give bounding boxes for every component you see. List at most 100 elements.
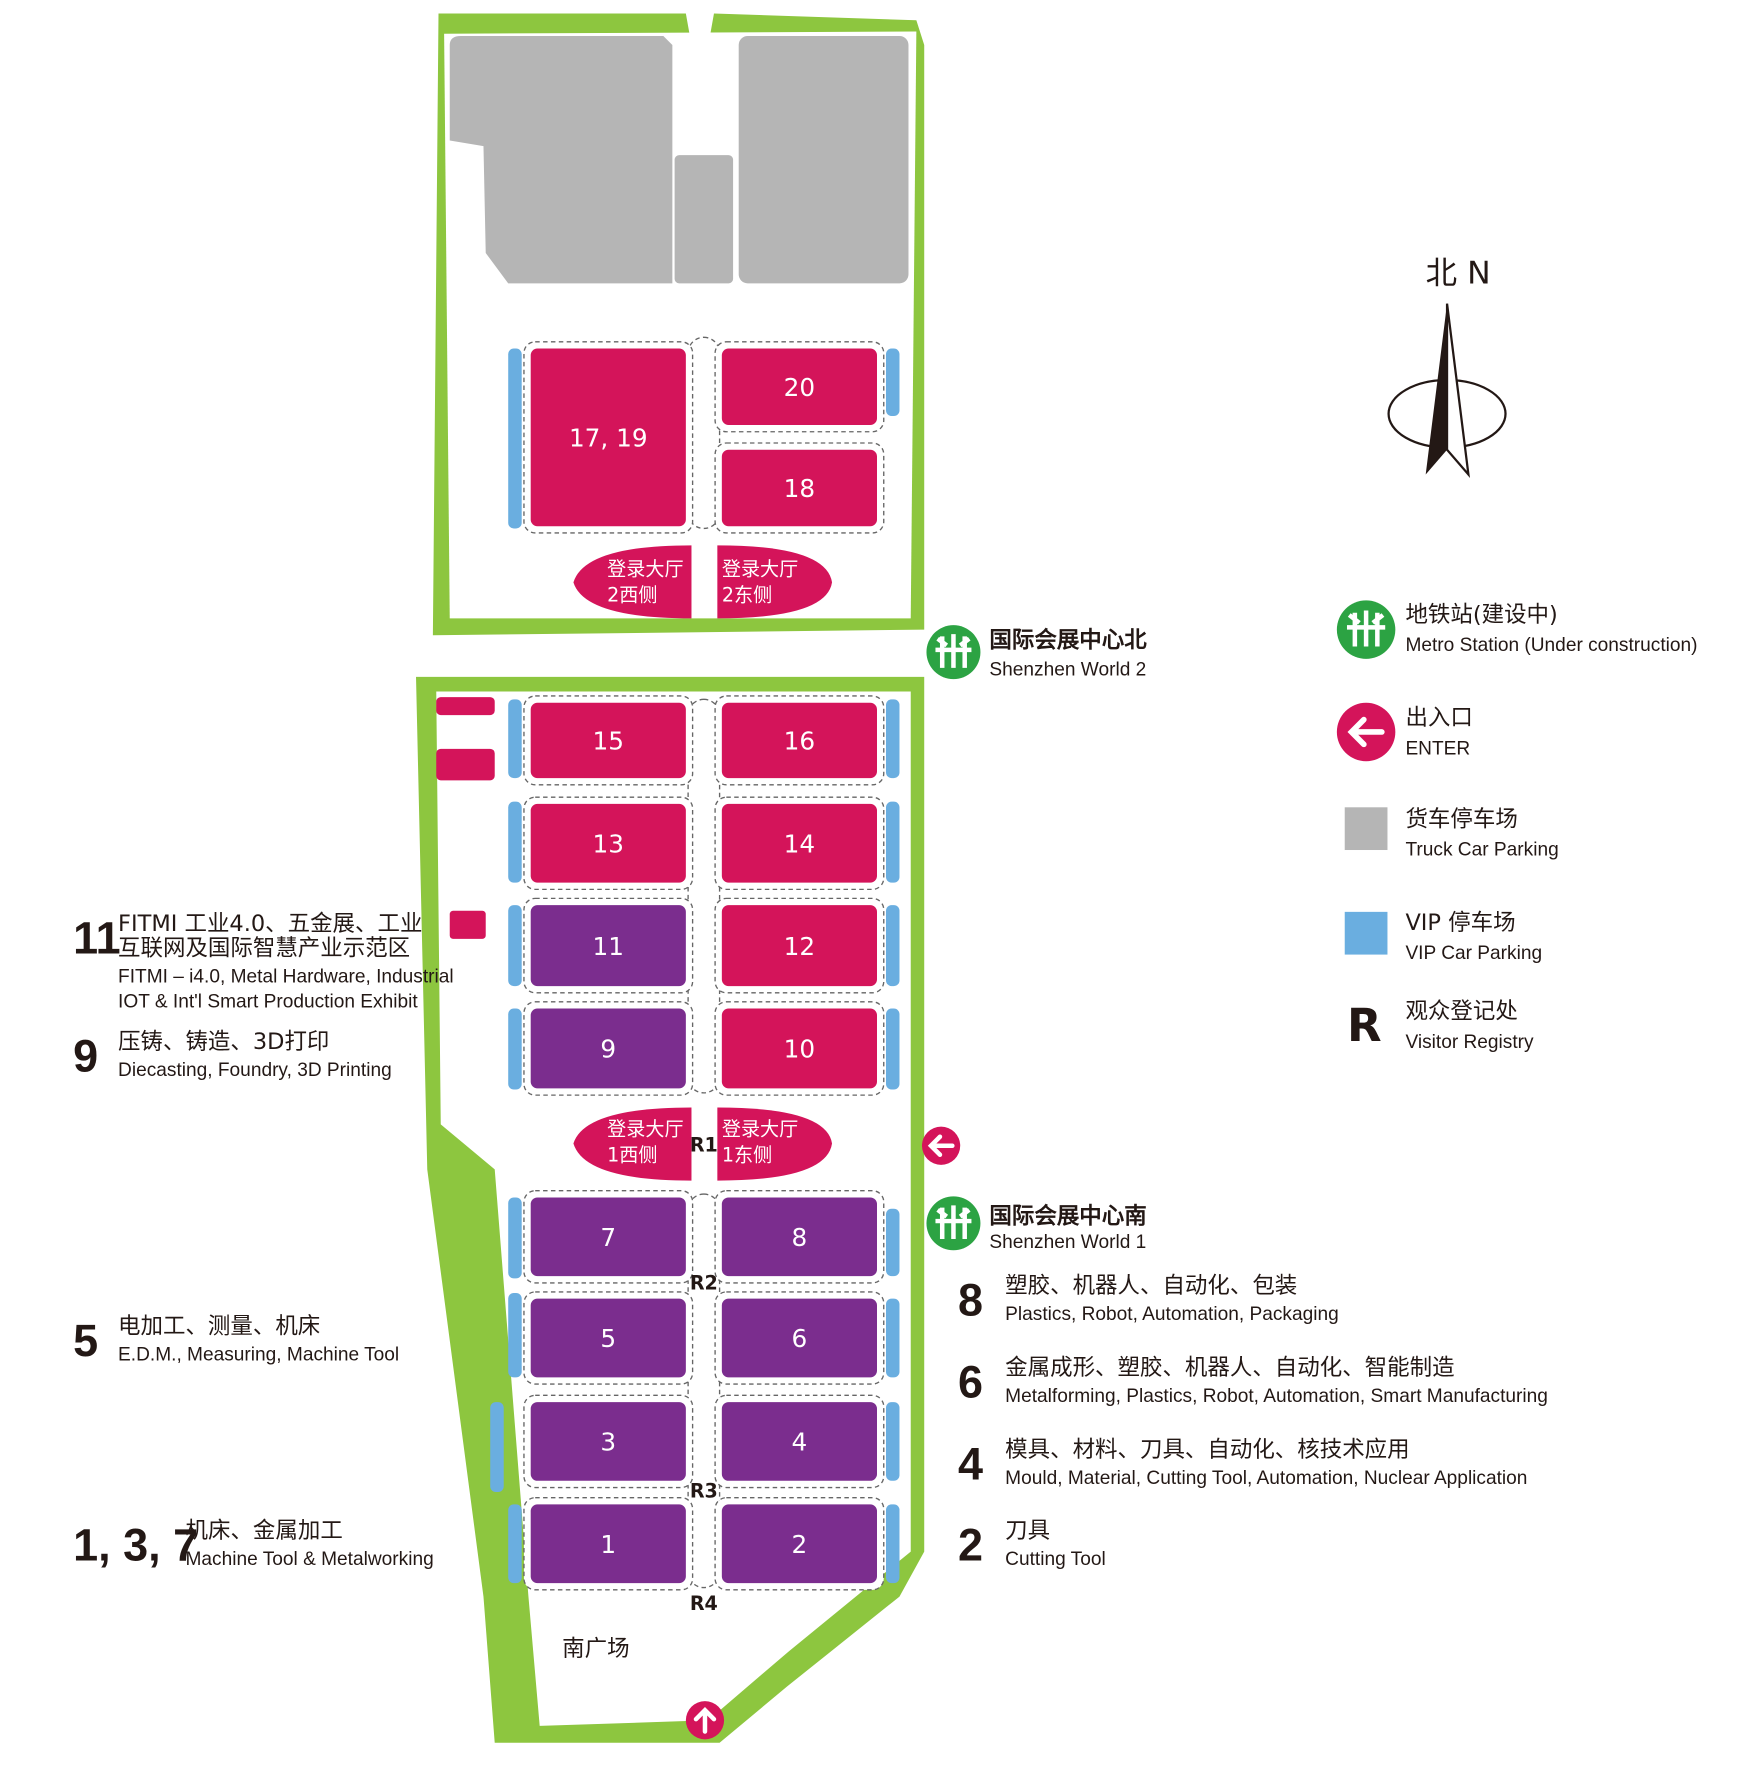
lobby-1[interactable]: 登录大厅 1西侧 登录大厅 1东侧 — [573, 1107, 833, 1181]
registry-r-icon: R — [1347, 999, 1382, 1052]
hall-label: 17, 19 — [569, 424, 648, 453]
small-building — [436, 748, 495, 781]
exhibit-line: 机床、金属加工 — [186, 1518, 343, 1544]
compass-label: 北 N — [1426, 255, 1491, 291]
hall-12[interactable]: 12 — [714, 897, 885, 994]
hall-17-19[interactable]: 17, 19 — [523, 341, 694, 534]
exhibit-line: Plastics, Robot, Automation, Packaging — [1005, 1304, 1339, 1325]
hall-number: 6 — [958, 1357, 983, 1408]
hall-2[interactable]: 2 — [714, 1496, 885, 1591]
hall-number: 2 — [958, 1520, 983, 1571]
hall-6[interactable]: 6 — [714, 1291, 885, 1385]
hall-3[interactable]: 3 — [523, 1394, 694, 1489]
lobby-label: 1西侧 — [607, 1143, 657, 1166]
hall-16[interactable]: 16 — [714, 695, 885, 786]
hall-label: 4 — [792, 1428, 808, 1457]
truck-parking-swatch — [1344, 807, 1388, 851]
exhibit-line: Mould, Material, Cutting Tool, Automatio… — [1005, 1468, 1527, 1489]
hall-label: 16 — [784, 727, 815, 756]
legend: R 地铁站(建设中) Metro Station (Under construct… — [1336, 600, 1698, 1053]
compass: 北 N — [1387, 255, 1507, 479]
hall-13[interactable]: 13 — [523, 796, 694, 891]
exhibit-line: 电加工、测量、机床 — [118, 1313, 320, 1339]
exhibit-line: FITMI 工业4.0、五金展、工业 — [118, 911, 422, 937]
lobby-label: 2西侧 — [607, 584, 657, 607]
metro-station-south[interactable]: 国际会展中心南 Shenzhen World 1 — [926, 1196, 1147, 1253]
hall-9[interactable]: 9 — [523, 1001, 694, 1096]
exhibit-line: Machine Tool & Metalworking — [186, 1549, 434, 1570]
truck-parking[interactable] — [449, 35, 909, 284]
station-name-en: Shenzhen World 1 — [989, 1232, 1146, 1253]
central-walkway — [687, 698, 721, 1094]
exhibit-line: 模具、材料、刀具、自动化、核技术应用 — [1005, 1437, 1409, 1463]
exhibit-line: 互联网及国际智慧产业示范区 — [118, 936, 410, 962]
hall-label: 6 — [792, 1324, 808, 1353]
metro-icon — [1336, 600, 1396, 659]
exhibit-line: Diecasting, Foundry, 3D Printing — [118, 1060, 392, 1081]
metro-icon — [926, 625, 981, 680]
hall-5[interactable]: 5 — [523, 1291, 694, 1385]
small-building — [449, 910, 486, 939]
hall-number: 9 — [73, 1031, 98, 1082]
registry-r4: R4 — [690, 1592, 718, 1615]
hall-label: 1 — [600, 1530, 616, 1559]
hall-label: 5 — [600, 1324, 616, 1353]
metro-icon — [926, 1196, 981, 1251]
hall-number: 8 — [958, 1275, 983, 1326]
hall-label: 10 — [784, 1035, 815, 1064]
enter-arrow-icon[interactable] — [685, 1701, 725, 1740]
hall-20[interactable]: 20 — [714, 341, 885, 433]
legend-label-en: Metro Station (Under construction) — [1405, 635, 1697, 656]
hall-label: 8 — [792, 1223, 808, 1252]
hall-15[interactable]: 15 — [523, 695, 694, 786]
lobby-2[interactable]: 登录大厅 2西侧 登录大厅 2东侧 — [573, 545, 833, 619]
legend-label-cn: 出入口 — [1405, 705, 1472, 731]
hall-10[interactable]: 10 — [714, 1001, 885, 1096]
vip-parking-swatch — [1344, 911, 1388, 955]
hall-8[interactable]: 8 — [714, 1190, 885, 1284]
exhibit-line: Cutting Tool — [1005, 1549, 1106, 1570]
central-walkway — [687, 336, 721, 530]
legend-label-en: VIP Car Parking — [1405, 943, 1542, 964]
station-name-en: Shenzhen World 2 — [989, 660, 1146, 681]
hall-18[interactable]: 18 — [714, 442, 885, 534]
hall-14[interactable]: 14 — [714, 796, 885, 891]
exhibit-line: E.D.M., Measuring, Machine Tool — [118, 1344, 399, 1365]
station-name-cn: 国际会展中心北 — [989, 627, 1147, 654]
lobby-label: 登录大厅 — [607, 1118, 683, 1141]
metro-station-north[interactable]: 国际会展中心北 Shenzhen World 2 — [926, 625, 1147, 681]
registry-r3: R3 — [690, 1480, 718, 1503]
hall-1[interactable]: 1 — [523, 1496, 694, 1591]
vip-parking[interactable] — [490, 348, 900, 1584]
enter-arrow-icon — [1336, 702, 1396, 762]
legend-label-cn: 地铁站(建设中) — [1405, 602, 1557, 628]
hall-4[interactable]: 4 — [714, 1394, 885, 1489]
station-name-cn: 国际会展中心南 — [989, 1202, 1146, 1229]
legend-label-cn: 货车停车场 — [1405, 806, 1517, 832]
hall-11[interactable]: 11 — [523, 897, 694, 994]
lobby-label: 登录大厅 — [722, 558, 798, 581]
south-plaza-label: 南广场 — [562, 1636, 629, 1662]
legend-label-en: Visitor Registry — [1405, 1032, 1534, 1053]
lobby-label: 1东侧 — [722, 1143, 772, 1166]
hall-label: 15 — [593, 727, 624, 756]
exhibit-line: 塑胶、机器人、自动化、包装 — [1005, 1273, 1297, 1299]
legend-label-en: Truck Car Parking — [1405, 840, 1558, 861]
small-building — [436, 697, 495, 716]
hall-label: 12 — [784, 932, 815, 961]
registry-r1: R1 — [690, 1133, 718, 1156]
enter-arrow-icon[interactable] — [921, 1126, 961, 1165]
exhibit-line: 金属成形、塑胶、机器人、自动化、智能制造 — [1005, 1355, 1454, 1381]
hall-7[interactable]: 7 — [523, 1190, 694, 1284]
hall-label: 13 — [593, 830, 624, 859]
hall-label: 2 — [792, 1530, 808, 1559]
